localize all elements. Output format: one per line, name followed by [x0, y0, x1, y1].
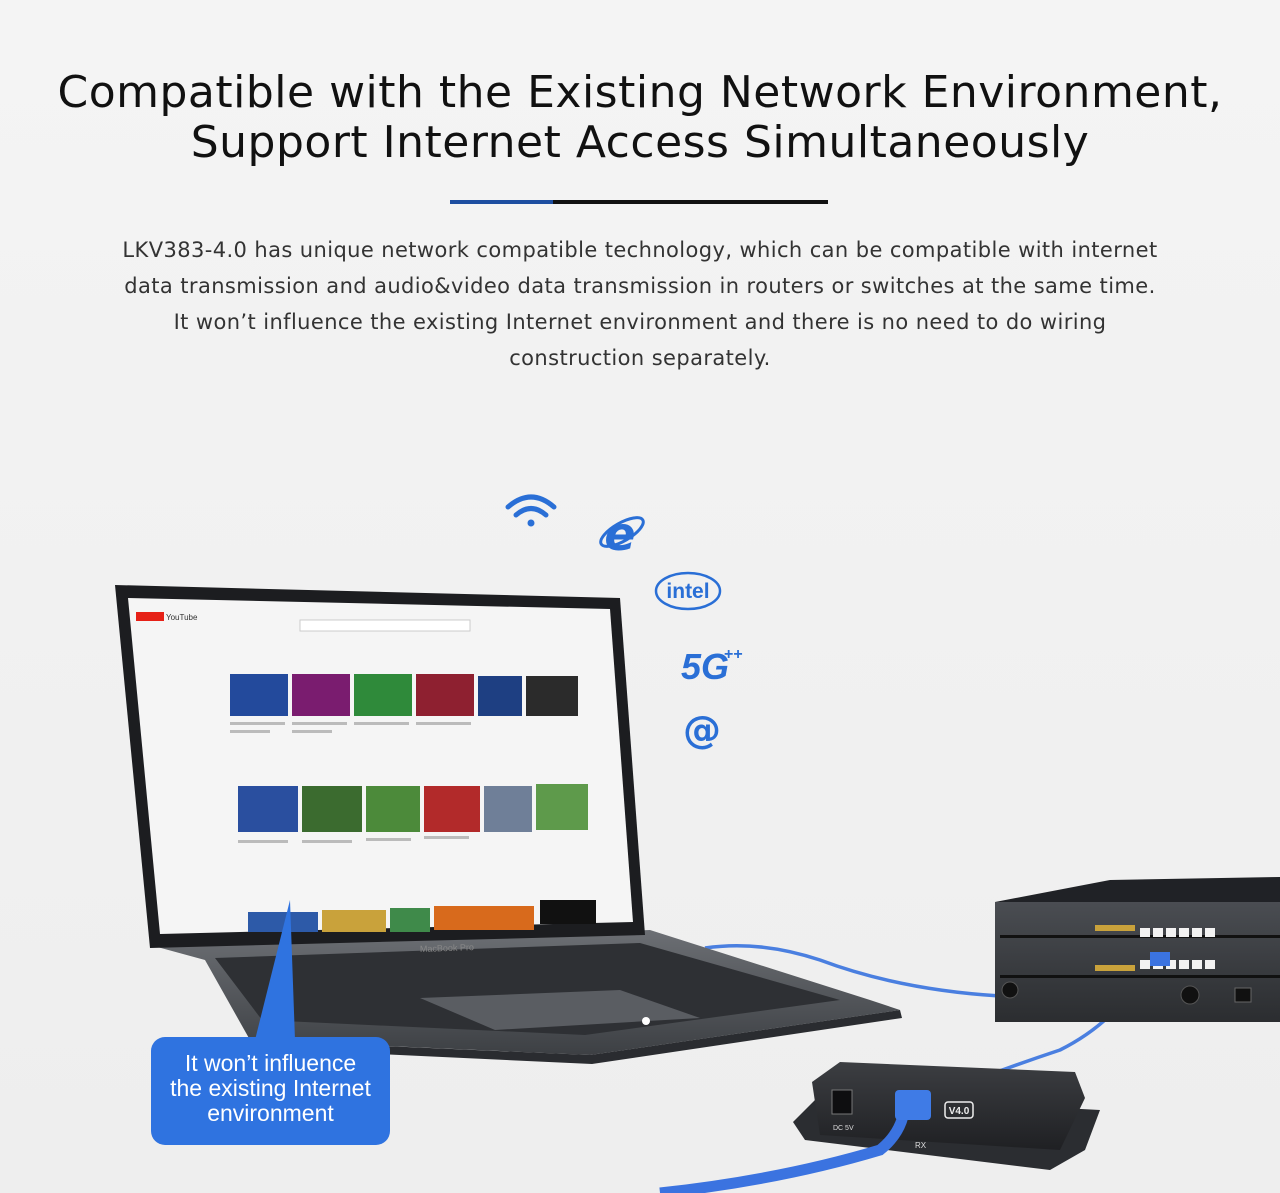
callout-line-2: the existing Internet [170, 1075, 371, 1101]
switch-status-lights [1095, 925, 1135, 971]
callout-pointer [255, 900, 295, 1040]
video-thumbnails-row-1 [230, 674, 578, 716]
power-port-icon [831, 1089, 853, 1115]
intel-logo: intel [654, 571, 722, 611]
svg-text:e: e [604, 507, 635, 561]
callout-line-3: environment [207, 1100, 334, 1126]
network-illustration: e intel 5G ++ @ YouTube [115, 494, 1280, 1193]
page-title: Compatible with the Existing Network Env… [0, 68, 1280, 168]
description-line-2: data transmission and audio&video data t… [124, 274, 1156, 298]
switch-body [995, 902, 1280, 1022]
receiver-device: DC 5V V4.0 RX [659, 1062, 1100, 1193]
rj45-plug [895, 1090, 931, 1120]
video-thumbnails-row-2 [238, 784, 588, 832]
callout-line-1: It won’t influence [184, 1050, 357, 1076]
laptop-keyboard [215, 943, 840, 1035]
description-line-3: It won’t influence the existing Internet… [173, 310, 1107, 334]
switch-cable-plug [1150, 952, 1170, 966]
internet-explorer-icon: e [599, 507, 645, 561]
screen-brand: YouTube [166, 613, 198, 622]
receiver-version-label: V4.0 [949, 1106, 970, 1117]
divider-accent [450, 200, 553, 204]
laptop-indicator [642, 1017, 650, 1025]
youtube-logo-icon [136, 612, 164, 621]
divider-rule [553, 200, 828, 204]
5g-icon: 5G ++ [681, 646, 743, 687]
screen-text-lines [230, 722, 471, 843]
title-line-2: Support Internet Access Simultaneously [190, 117, 1090, 168]
description-line-4: construction separately. [509, 346, 771, 370]
receiver-port-label: DC 5V [833, 1125, 854, 1132]
wifi-icon [505, 494, 557, 527]
callout-box: It won’t influence the existing Internet… [151, 1037, 390, 1145]
laptop-trackpad [420, 990, 700, 1030]
at-sign-icon: @ [683, 708, 721, 752]
laptop-screen [128, 598, 633, 934]
receiver-cable [659, 1099, 911, 1193]
receiver-model-label: RX [915, 1141, 927, 1150]
description-line-1: LKV383-4.0 has unique network compatible… [122, 238, 1158, 262]
screen-search-bar [299, 619, 471, 632]
video-thumbnails-row-3 [248, 900, 596, 932]
laptop-edge [245, 1010, 902, 1064]
network-switch [995, 877, 1280, 1022]
title-line-1: Compatible with the Existing Network Env… [57, 67, 1223, 118]
switch-top [995, 877, 1280, 910]
intel-label: intel [666, 580, 709, 603]
receiver-body [812, 1062, 1085, 1150]
title-divider [450, 200, 828, 204]
laptop: YouTube [115, 585, 902, 1064]
description: LKV383-4.0 has unique network compatible… [60, 232, 1220, 376]
laptop-bezel-label: MacBook Pro [420, 942, 474, 954]
5g-superscript: ++ [724, 646, 743, 663]
5g-label: 5G [681, 646, 729, 687]
